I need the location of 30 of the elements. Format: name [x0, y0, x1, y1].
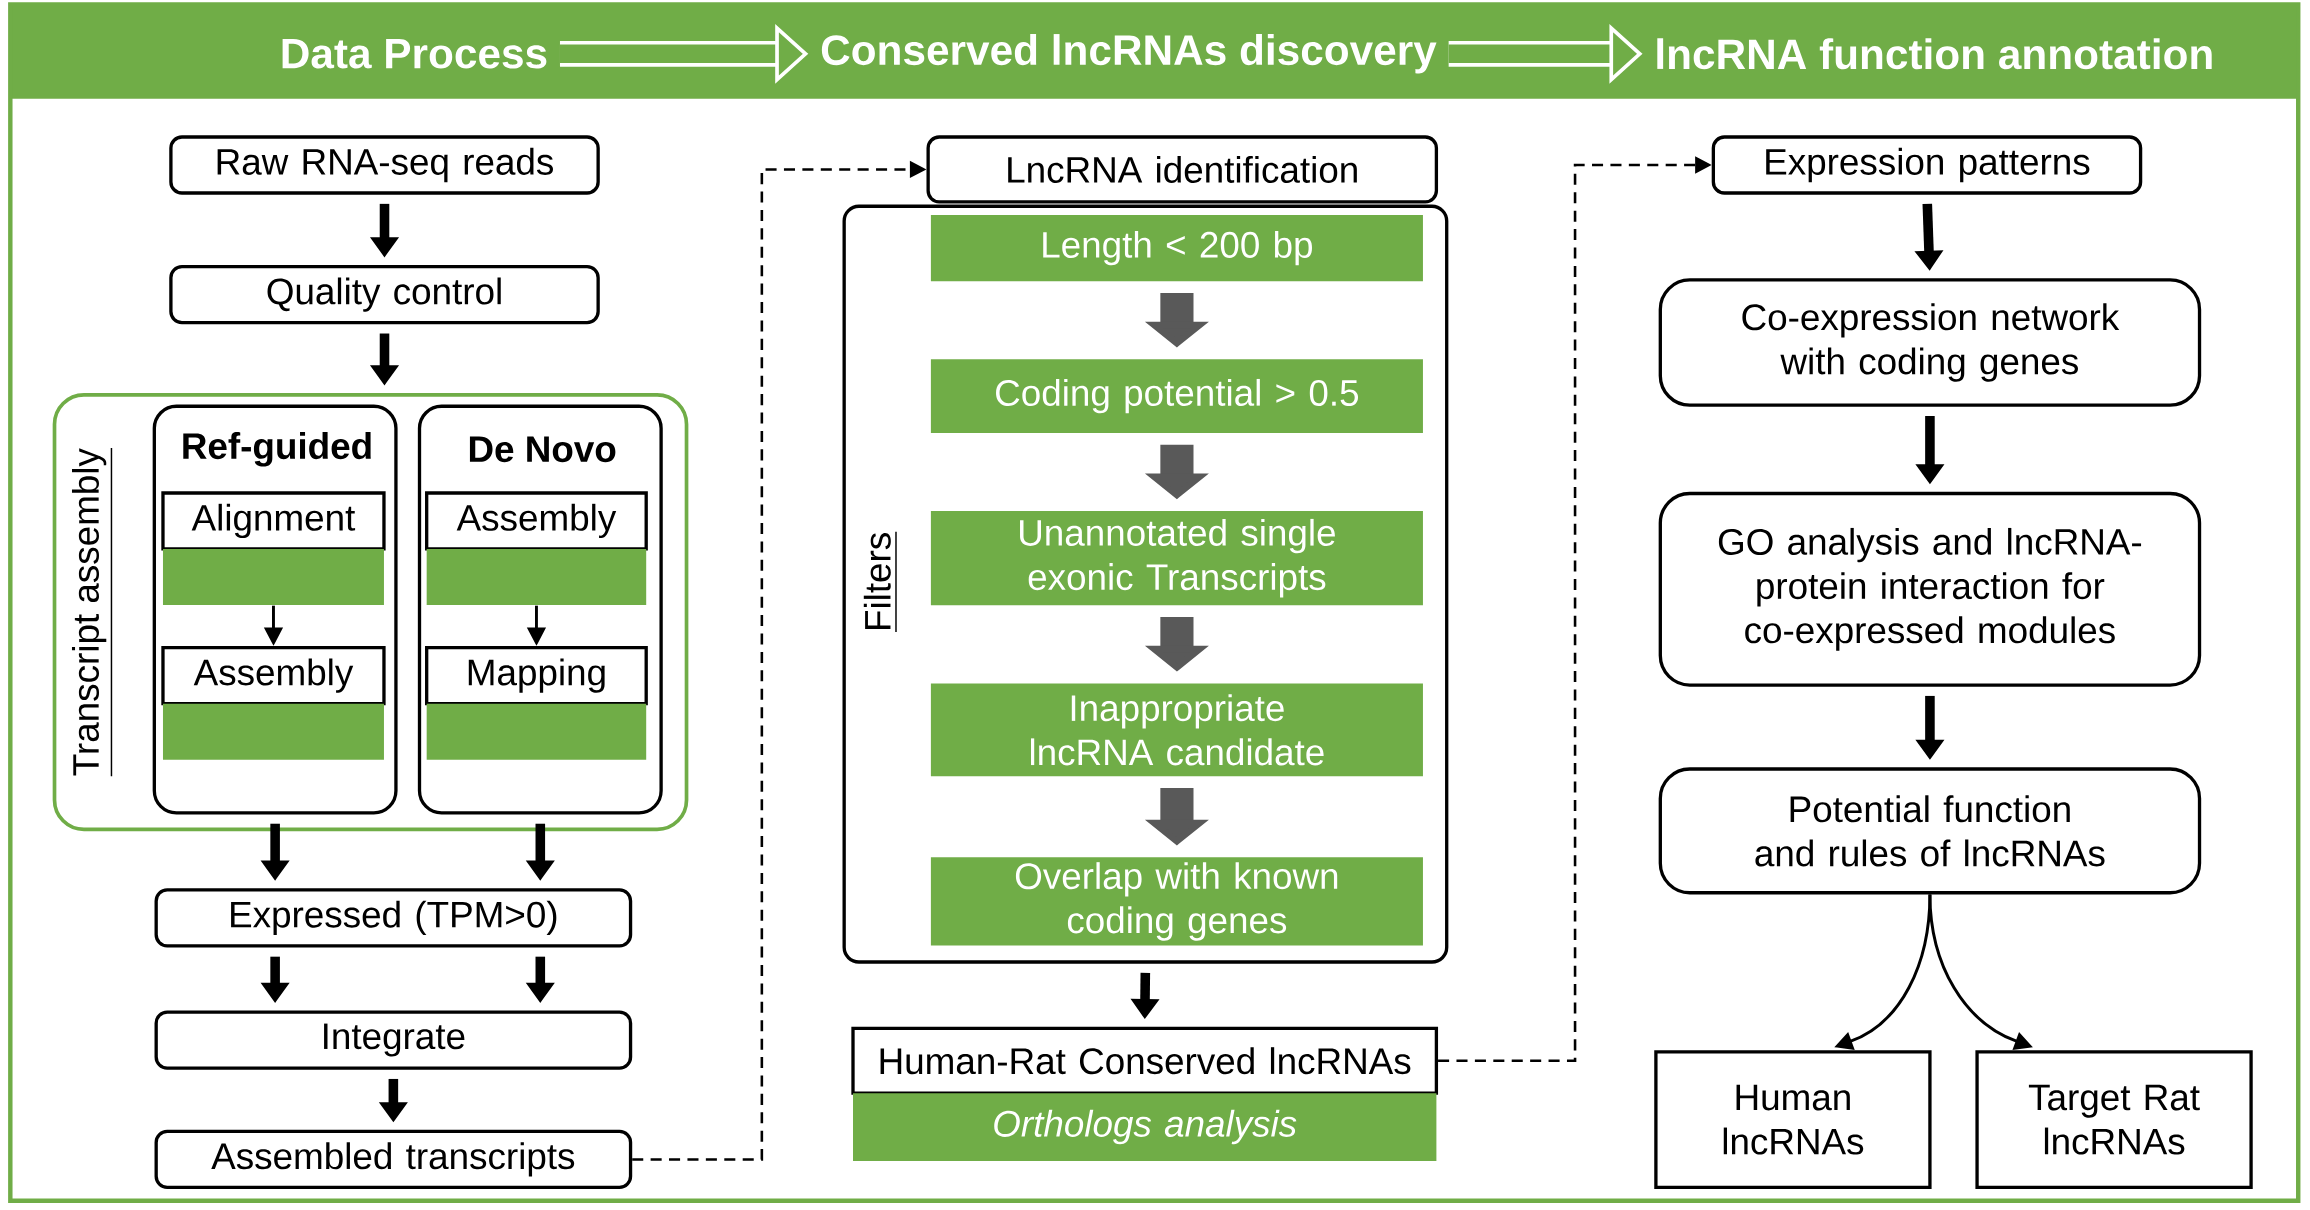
process-box: Integrate — [154, 1010, 633, 1070]
process-box: Mapping — [425, 646, 648, 706]
process-box: Assembly — [161, 646, 386, 706]
process-box: Human-Rat Conserved lncRNAs — [851, 1026, 1439, 1096]
header-text: Data Process — [282, 39, 547, 69]
header-text: Conserved lncRNAs discovery — [821, 34, 1437, 74]
process-box: Co-expression network with coding genes — [1658, 278, 2202, 408]
step-box: Coding potential > 0.5 — [930, 359, 1423, 434]
step-box — [426, 703, 647, 760]
step-box — [426, 549, 647, 606]
process-box: Raw RNA-seq reads — [169, 135, 600, 195]
step-box: Length < 200 bp — [930, 215, 1423, 282]
process-box: LncRNA identification — [926, 135, 1439, 204]
process-box: Quality control — [169, 265, 600, 325]
process-box: GO analysis and lncRNA-protein interaction for co-expressed modules — [1658, 492, 2202, 687]
step-box: Orthologs analysis — [853, 1093, 1437, 1162]
step-box: Overlap with known coding genes — [930, 857, 1423, 946]
process-box: Alignment — [161, 491, 386, 551]
process-box: Expressed (TPM>0) — [154, 888, 633, 948]
process-box: Potential function and rules of lncRNAs — [1658, 767, 2202, 895]
process-box: Human lncRNAs — [1654, 1050, 1932, 1190]
step-box — [163, 703, 384, 760]
process-box: Assembly — [425, 491, 648, 551]
step-box — [163, 549, 384, 606]
step-box: Unannotated single exonic Transcripts — [930, 511, 1423, 606]
step-box: Inappropriate lncRNA candidate — [930, 683, 1423, 777]
process-box: Target Rat lncRNAs — [1975, 1050, 2253, 1190]
header-text: lncRNA function annotation — [1657, 38, 2212, 70]
process-box: Expression patterns — [1711, 135, 2143, 195]
process-box: Assembled transcripts — [154, 1130, 633, 1190]
